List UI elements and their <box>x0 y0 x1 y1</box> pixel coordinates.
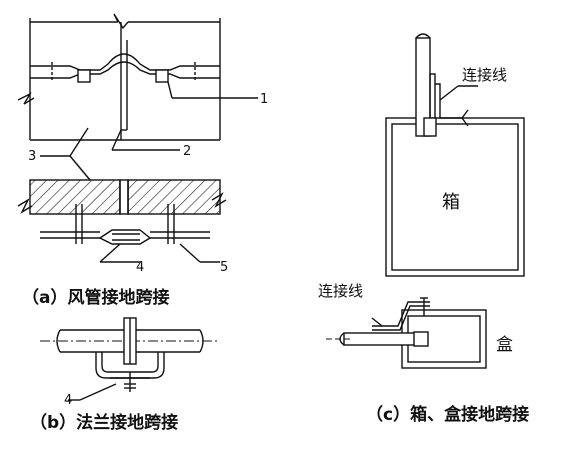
wire-label-bottom: 连接线 <box>318 282 363 300</box>
large-box-label: 箱 <box>442 192 460 213</box>
bolt-square-left <box>77 69 91 83</box>
callout-4a: 4 <box>136 260 144 275</box>
braid-strap <box>98 229 152 245</box>
diagram-b-flange-jumper <box>40 317 220 401</box>
callout-5: 5 <box>220 260 228 275</box>
callout-3: 3 <box>28 149 36 164</box>
duct-section <box>17 179 227 245</box>
bolt-square-right <box>155 69 169 83</box>
callout-2: 2 <box>183 144 191 159</box>
jumper-strap-top <box>17 53 220 105</box>
small-box-label: 盒 <box>496 335 513 355</box>
large-box-inner <box>391 123 519 271</box>
diagram-c-box-jumper <box>326 33 525 369</box>
wire-label-top: 连接线 <box>462 66 507 84</box>
caption-a: （a）风管接地跨接 <box>22 287 169 308</box>
callout-4b: 4 <box>64 393 72 408</box>
callout-1: 1 <box>260 92 268 107</box>
diagram-a-duct-jumper <box>17 13 258 263</box>
duct-top-view <box>29 13 221 141</box>
caption-c: （c）箱、盒接地跨接 <box>366 404 529 425</box>
caption-b: （b）法兰接地跨接 <box>30 412 178 433</box>
